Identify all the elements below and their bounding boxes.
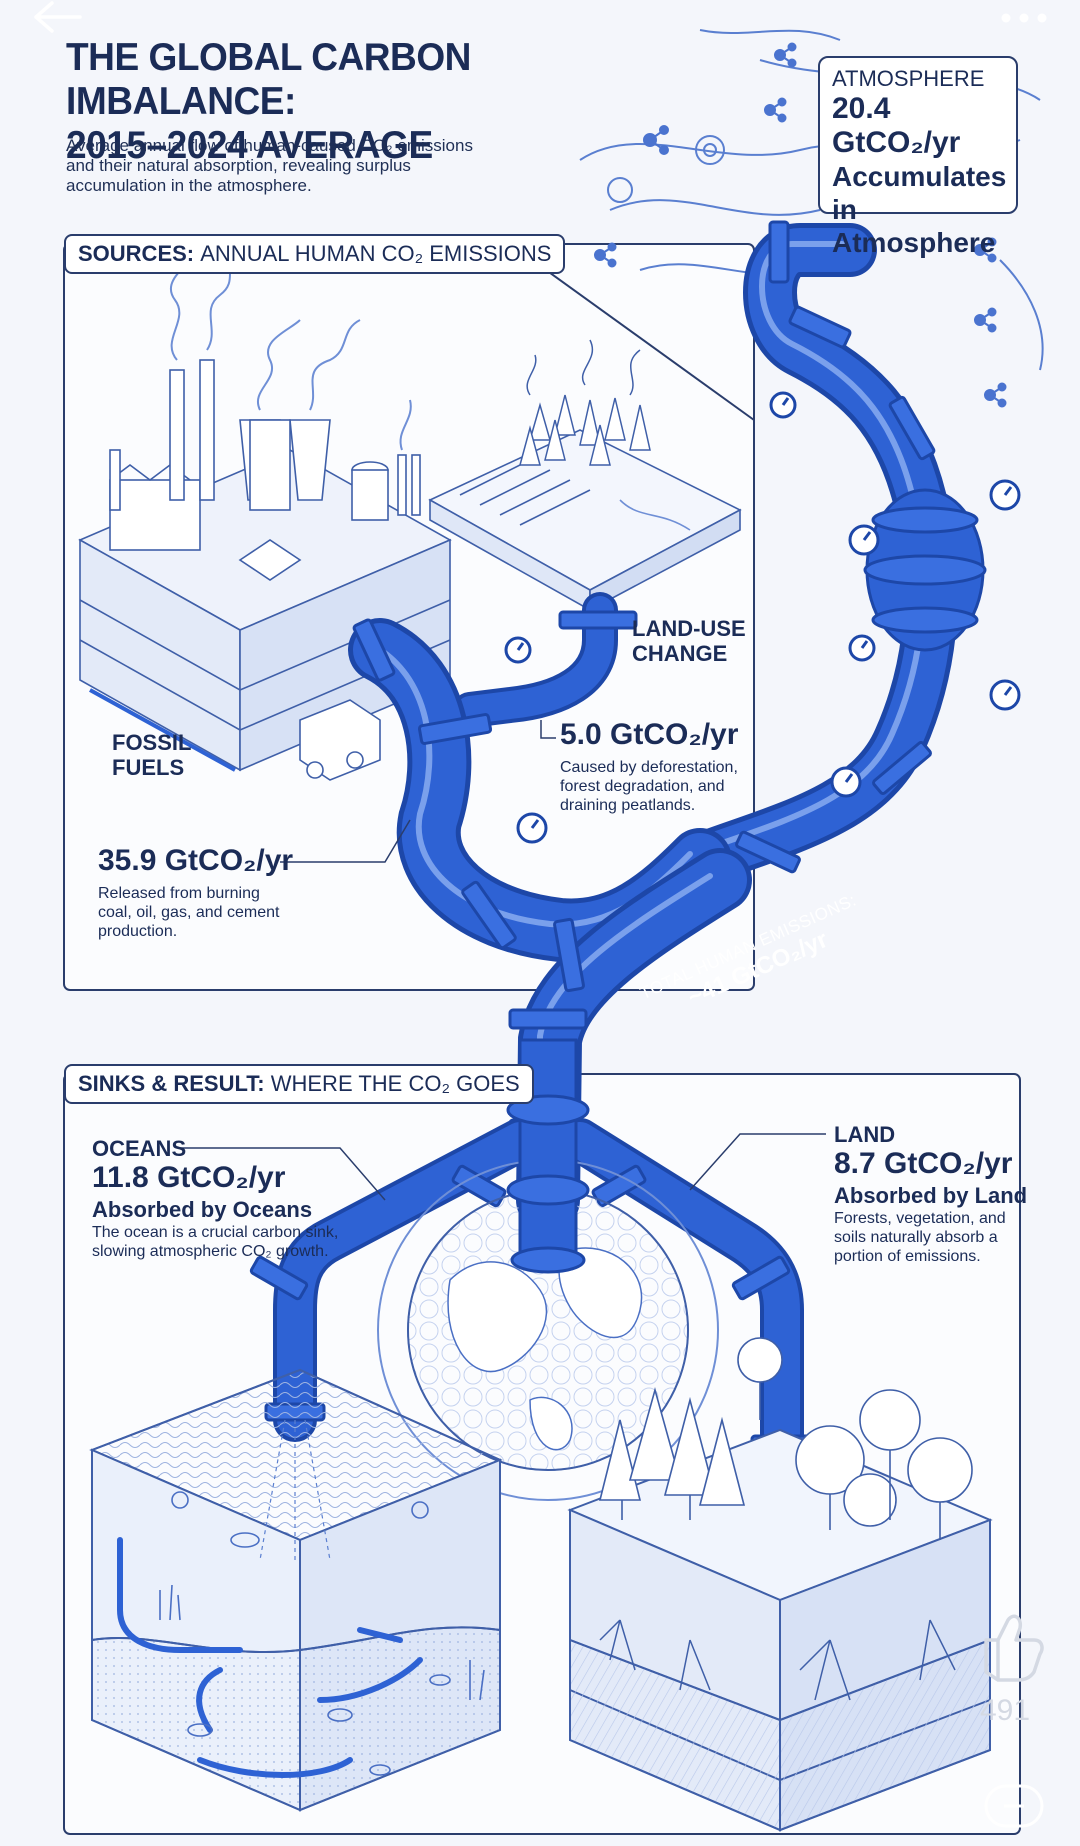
subtitle: Average annual flow of human-caused CO₂ … [66,136,473,195]
fossil-fuels-illustration [78,359,452,781]
land-use-label: LAND-USE CHANGE [632,616,752,666]
atmosphere-line-2: in Atmosphere [832,194,996,258]
ocean-cube-illustration [89,1368,503,1812]
leader-lines [180,720,826,1201]
ocean-current-arrows [117,1537,423,1778]
oceans-absorbed: Absorbed by Oceans [92,1197,313,1222]
thumbs-up-icon [984,1614,1044,1682]
pipe-splitter [506,1038,590,1274]
title-line-1: THE GLOBAL CARBON IMBALANCE: [66,36,471,123]
fossil-label-line-2: FUELS [112,755,185,780]
atmosphere-pipe-bulge [863,488,987,652]
globe-illustration [377,1159,719,1501]
fossil-fuels-description: Released from burning coal, oil, gas, an… [98,884,298,941]
sinks-section-label: SINKS & RESULT: WHERE THE CO₂ GOES [64,1064,534,1104]
land-use-label-line-1: LAND-USE [632,616,746,641]
land-use-value: 5.0 GtCO₂/yr [560,718,770,752]
molecule-icons [594,42,1007,408]
forest-fire-trees [519,339,651,466]
atmosphere-line-1: Accumulates [832,161,1007,192]
sources-section-label: SOURCES: ANNUAL HUMAN CO₂ EMISSIONS [64,234,566,274]
sources-label-text: ANNUAL HUMAN CO₂ EMISSIONS [200,241,552,266]
more-options-button[interactable] [982,0,1052,34]
land-value: 8.7 GtCO₂/yr [834,1147,1013,1180]
land-use-description: Caused by deforestation, forest degradat… [560,758,760,815]
oceans-description: The ocean is a crucial carbon sink, slow… [92,1224,339,1260]
land-roots [599,1619,956,1701]
fossil-fuels-label: FOSSIL FUELS [112,730,212,780]
atmosphere-label: ATMOSPHERE [832,66,985,91]
fossil-value-text: 35.9 GtCO₂/yr [98,844,294,877]
arrow-left-icon [34,1,82,33]
oceans-callout: OCEANS 11.8 GtCO₂/yr Absorbed by Oceans … [92,1136,352,1261]
land-label: LAND [834,1122,896,1147]
like-count: 491 [980,1694,1031,1727]
title-line-2: 2015–2024 AVERAGE [66,124,433,167]
pressure-gauges [504,391,1021,844]
fossil-label-line-1: FOSSIL [112,730,192,755]
atmosphere-value: 20.4 GtCO₂/yr [832,92,961,159]
sources-label-bold: SOURCES: [78,241,195,266]
land-absorbed: Absorbed by Land [834,1183,1028,1208]
page-title: THE GLOBAL CARBON IMBALANCE: 2015–2024 A… [66,36,674,168]
fossil-fuels-value: 35.9 GtCO₂/yr [98,844,318,878]
oceans-label: OCEANS [92,1136,187,1161]
land-use-illustration [428,429,742,612]
land-use-value-text: 5.0 GtCO₂/yr [560,718,739,751]
land-use-label-line-2: CHANGE [632,641,728,666]
oceans-value: 11.8 GtCO₂/yr [92,1161,286,1194]
land-description: Forests, vegetation, and soils naturally… [834,1210,1006,1265]
sinks-label-text: WHERE THE CO₂ GOES [270,1071,520,1096]
land-trees [598,1337,973,1540]
like-button[interactable] [972,1622,1042,1698]
atmosphere-callout: ATMOSPHERE 20.4 GtCO₂/yr Accumulates in … [818,56,1018,258]
land-callout: LAND 8.7 GtCO₂/yr Absorbed by Land Fores… [834,1122,1034,1266]
land-use-description-text: Caused by deforestation, forest degradat… [560,759,738,814]
comment-button[interactable] [982,1782,1046,1832]
fossil-description-text: Released from burning coal, oil, gas, an… [98,885,280,940]
back-button[interactable] [22,0,92,40]
sinks-label-bold: SINKS & RESULT: [78,1071,265,1096]
more-dots-icon [1001,13,1047,23]
chat-bubble-icon [984,1784,1044,1828]
ocean-creatures [159,1491,485,1776]
